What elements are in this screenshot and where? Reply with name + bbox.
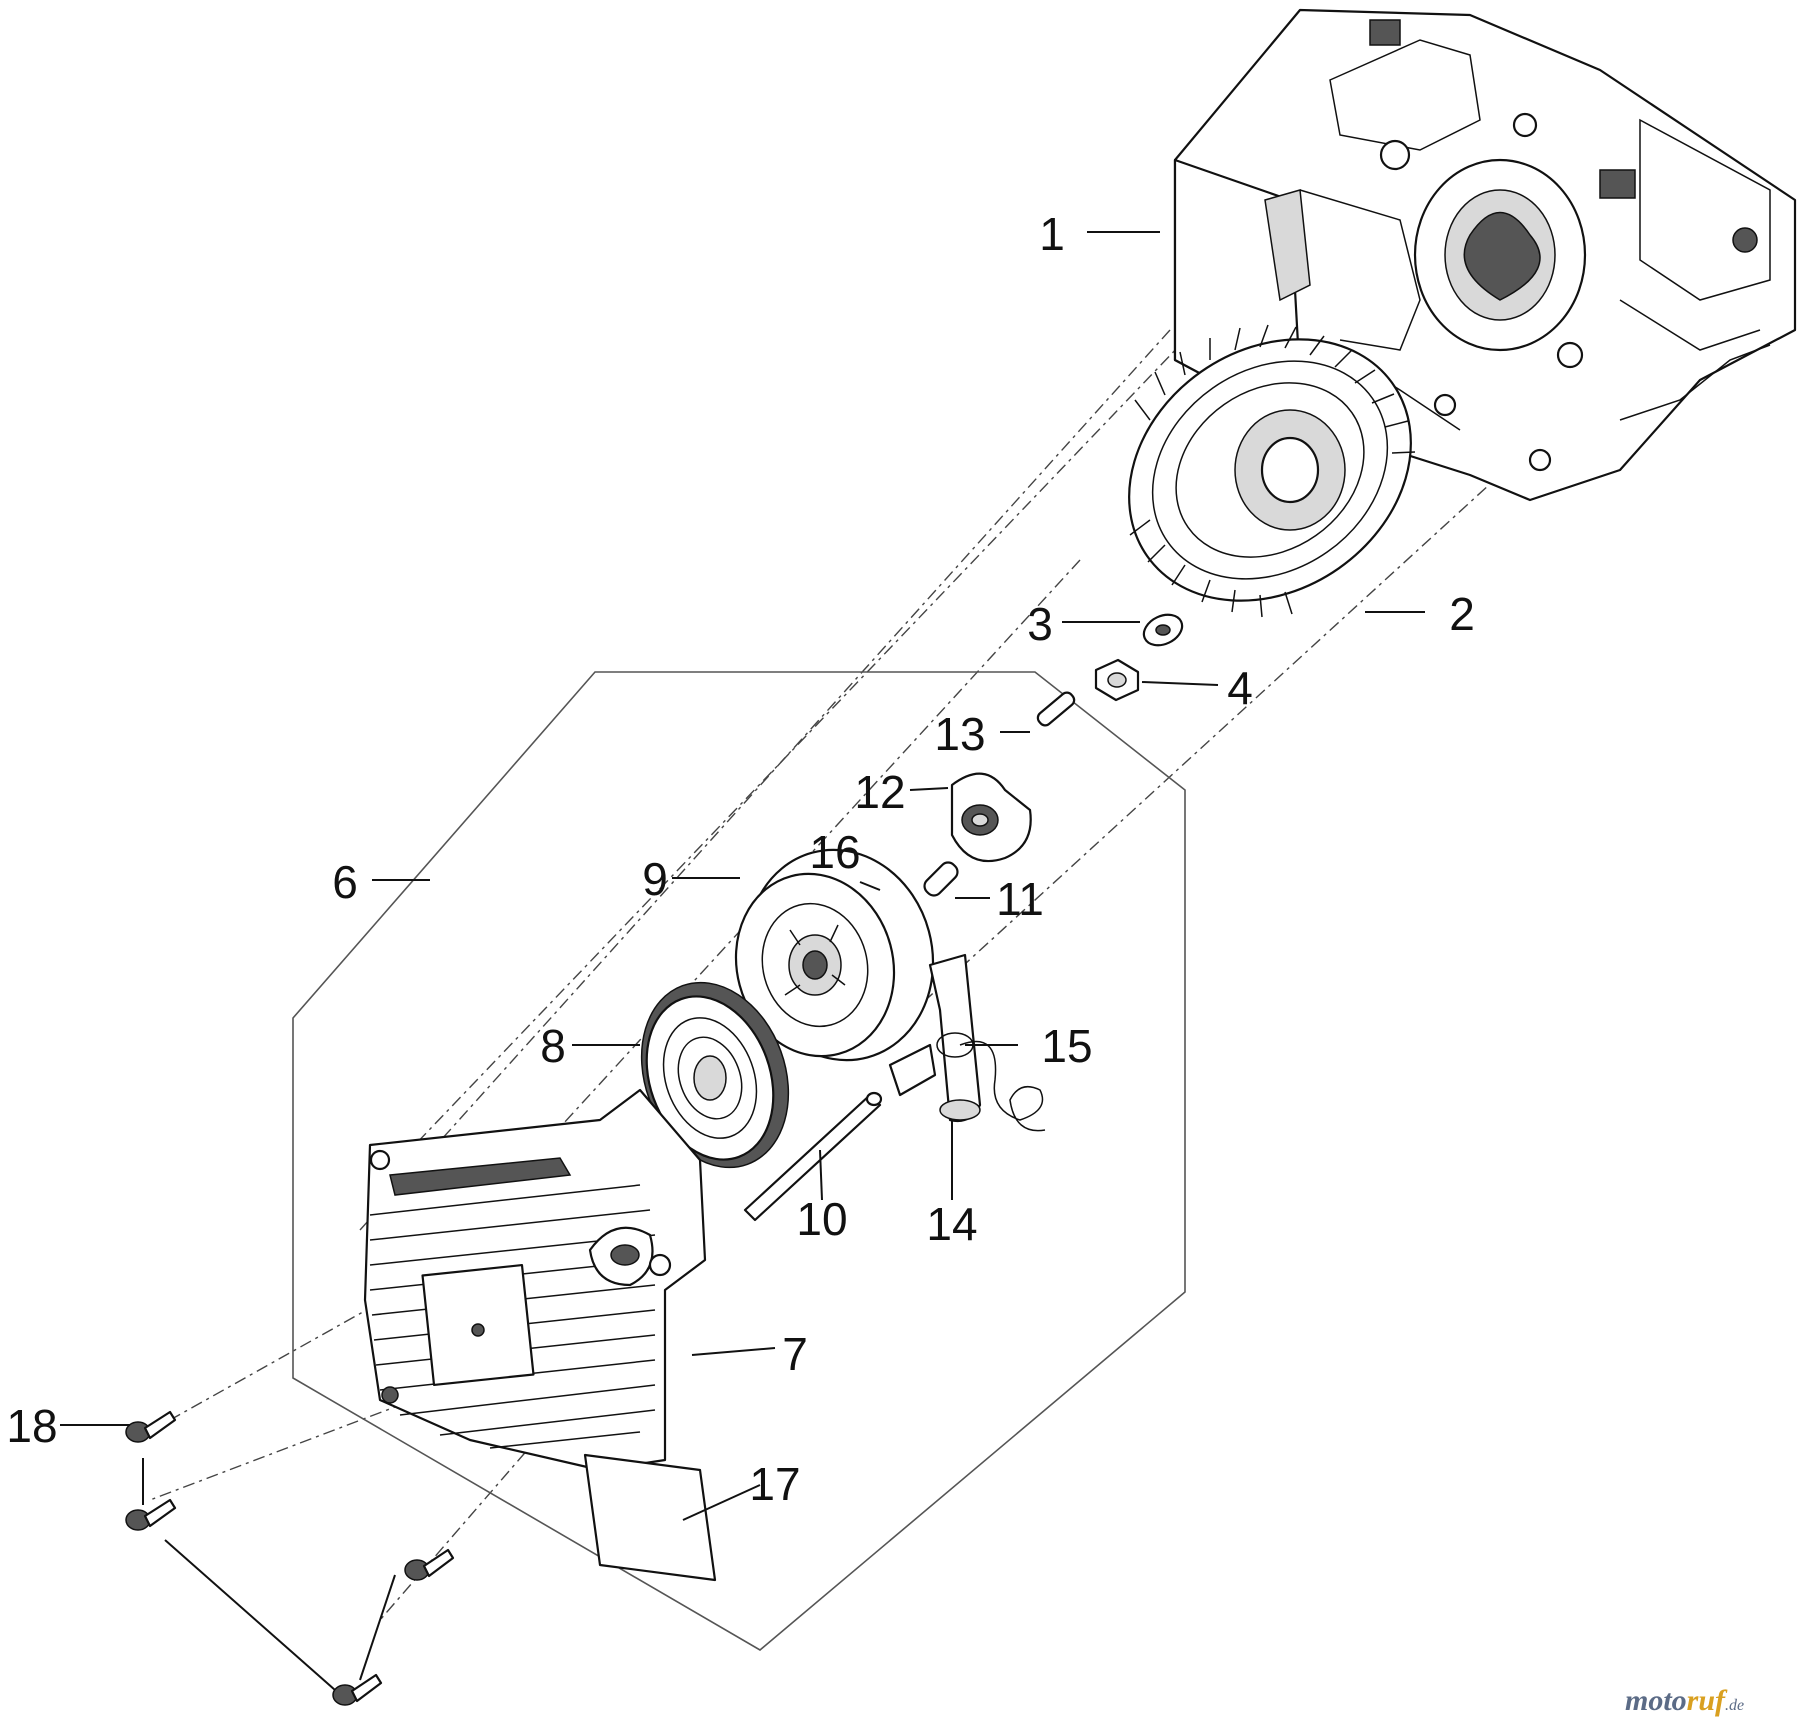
callout-18: 18 xyxy=(6,1400,57,1452)
callout-9: 9 xyxy=(642,853,668,905)
flywheel xyxy=(1128,324,1416,618)
warning-label xyxy=(583,1453,717,1582)
watermark-part2: ruf xyxy=(1687,1684,1728,1717)
callout-12: 12 xyxy=(854,766,905,818)
recoil-spring xyxy=(640,981,790,1169)
axis-line xyxy=(359,329,1171,1231)
watermark-suffix: .de xyxy=(1725,1697,1744,1714)
callout-8: 8 xyxy=(540,1020,566,1072)
axis-line xyxy=(859,419,1561,1061)
svg-text:motoruf.de: motoruf.de xyxy=(1625,1684,1744,1717)
callout-14: 14 xyxy=(926,1198,977,1250)
callout-17: 17 xyxy=(749,1458,800,1510)
screw xyxy=(332,1673,383,1706)
rope-pulley xyxy=(734,848,935,1062)
pin xyxy=(743,1093,882,1222)
pawl-plate xyxy=(950,772,1032,863)
callout-1: 1 xyxy=(1039,208,1065,260)
callout-10: 10 xyxy=(796,1193,847,1245)
callout-4: 4 xyxy=(1227,662,1253,714)
callout-15: 15 xyxy=(1041,1020,1092,1072)
axis-line xyxy=(409,229,1291,1151)
watermark-part1: moto xyxy=(1625,1684,1687,1717)
screw xyxy=(125,1498,177,1531)
callout-13: 13 xyxy=(934,708,985,760)
starter-handle xyxy=(888,953,982,1123)
screw xyxy=(404,1548,455,1581)
callout-2: 2 xyxy=(1449,588,1475,640)
starter-cover xyxy=(363,1088,707,1472)
spring-pin xyxy=(1036,691,1076,727)
watermark-logo: motoruf.de xyxy=(1625,1684,1744,1717)
nut-bore xyxy=(1107,672,1127,688)
kit-outline xyxy=(292,671,1186,1651)
screw xyxy=(125,1410,177,1443)
callout-labels: 1 2 3 4 6 7 8 9 10 11 12 13 14 15 16 17 … xyxy=(6,208,1474,1510)
callout-6: 6 xyxy=(332,856,358,908)
callout-3: 3 xyxy=(1027,598,1053,650)
leader-lines xyxy=(60,231,1425,1521)
callout-11: 11 xyxy=(996,873,1044,925)
callout-7: 7 xyxy=(782,1328,808,1380)
axis-line xyxy=(149,1349,546,1501)
callout-16: 16 xyxy=(809,826,860,878)
axis-line xyxy=(169,1279,421,1421)
screw-links xyxy=(142,1458,396,1691)
washer xyxy=(1142,613,1184,647)
pawl xyxy=(923,861,959,897)
